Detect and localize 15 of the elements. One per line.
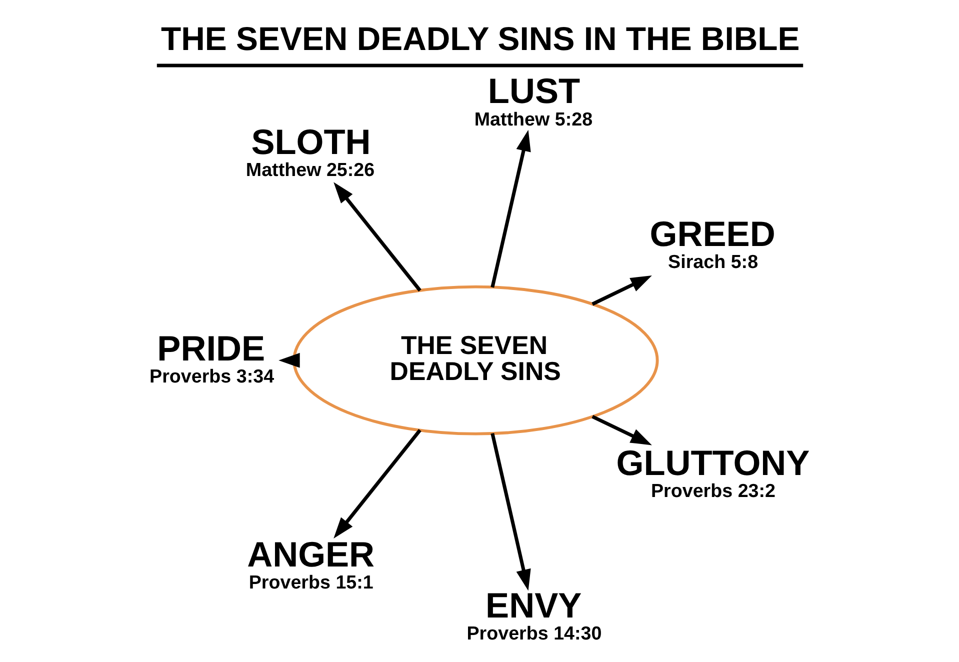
- arrow: [278, 352, 300, 368]
- arrow: [490, 432, 530, 590]
- arrow: [591, 414, 652, 445]
- node-text: GLUTTONY Proverbs 23:2: [616, 443, 810, 500]
- arrow: [490, 129, 530, 288]
- node-text: GREED Sirach 5:8: [649, 214, 775, 272]
- node-text: PRIDE Proverbs 3:34: [149, 328, 274, 386]
- arrow: [333, 428, 421, 538]
- node-text: ENVY Proverbs 14:30: [466, 586, 602, 644]
- arrow: [591, 274, 652, 306]
- arrow: [333, 182, 421, 292]
- diagram-title: THE SEVEN DEADLY SINS IN THE BIBLE: [160, 20, 800, 57]
- node-text: LUST Matthew 5:28: [474, 72, 592, 129]
- node-text: ANGER Proverbs 15:1: [246, 535, 374, 592]
- node-text: SLOTH Matthew 25:26: [245, 122, 374, 180]
